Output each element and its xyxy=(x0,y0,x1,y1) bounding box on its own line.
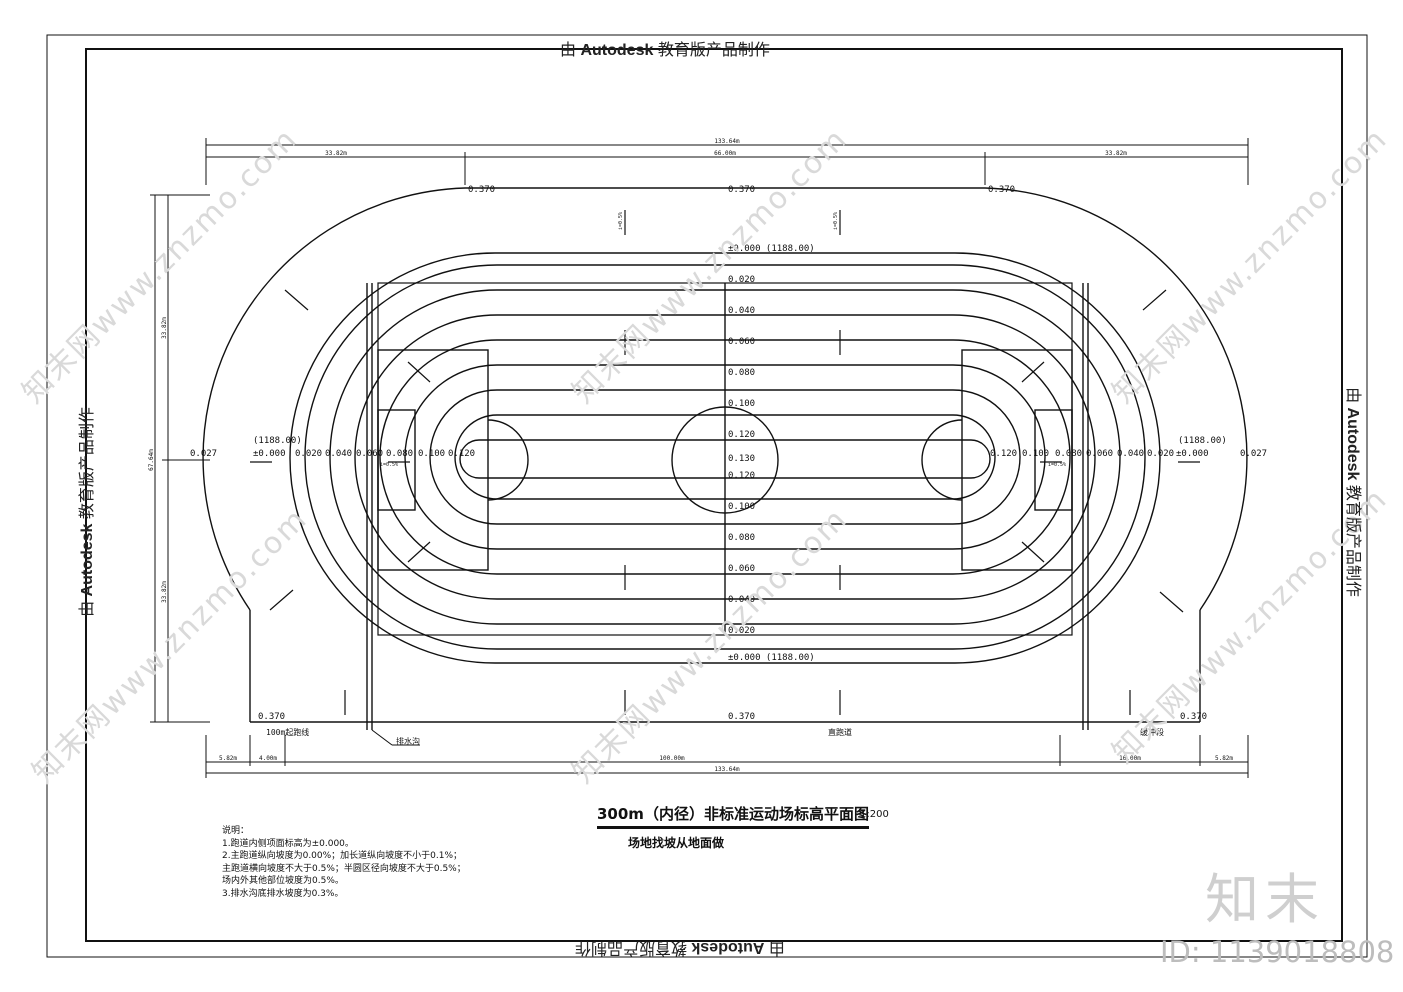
elev-center-1: 0.020 xyxy=(728,275,755,285)
elev-top-center: 0.370 xyxy=(728,185,755,195)
dim-bottom-c: 100.00m xyxy=(659,755,685,762)
slope-tag-4: i=0.5% xyxy=(1048,462,1066,468)
elev-left-2: ±0.000 xyxy=(253,449,286,459)
elev-center-9: 0.100 xyxy=(728,502,755,512)
elev-center-13: 0.020 xyxy=(728,626,755,636)
zone-buffer: 缓冲段 xyxy=(1140,727,1164,737)
zone-drain: 排水沟 xyxy=(396,736,420,746)
right-goal-area xyxy=(1034,409,1073,511)
elev-datum-top: ±0.000 (1188.00) xyxy=(728,244,815,254)
dim-bottom-a: 5.82m xyxy=(219,755,237,762)
dim-center-seg: 66.00m xyxy=(714,150,736,157)
dim-bottom-b: 4.00m xyxy=(259,755,277,762)
elev-bottom-right: 0.370 xyxy=(1180,712,1207,722)
autodesk-stamp-top: 由 Autodesk 教育版产品制作 xyxy=(560,42,770,59)
right-penalty-area xyxy=(961,349,1073,571)
elev-left-4: 0.040 xyxy=(325,449,352,459)
elev-bottom-left: 0.370 xyxy=(258,712,285,722)
elev-right-5: 0.040 xyxy=(1117,449,1144,459)
slope-tag-1: i=0.5% xyxy=(618,212,624,230)
elev-left-8: 0.120 xyxy=(448,449,475,459)
note-line: 1.跑道内侧项面标高为±0.000。 xyxy=(222,838,354,849)
elev-right-1: 0.120 xyxy=(990,449,1017,459)
elev-center-7: 0.130 xyxy=(728,454,755,464)
elev-center-10: 0.080 xyxy=(728,533,755,543)
left-penalty-arc xyxy=(487,419,529,501)
notes-heading: 说明： xyxy=(222,826,250,836)
elev-center-6: 0.120 xyxy=(728,430,755,440)
slope-arrows xyxy=(250,210,1200,715)
dim-bottom-d: 16.00m xyxy=(1119,755,1141,762)
document-id: ID: 1139018808 xyxy=(1160,935,1395,969)
elev-left-3: 0.020 xyxy=(295,449,322,459)
note-line: 2.主跑道纵向坡度为0.00%；加长道纵向坡度不小于0.1%； xyxy=(222,851,463,861)
elev-center-5: 0.100 xyxy=(728,399,755,409)
dim-left-seg: 33.82m xyxy=(325,150,347,157)
note-line: 主跑道横向坡度不大于0.5%；半圆区径向坡度不大于0.5%； xyxy=(222,863,466,874)
dim-bottom-e: 5.82m xyxy=(1215,755,1233,762)
elev-left-6: 0.080 xyxy=(386,449,413,459)
elev-right-4: 0.060 xyxy=(1086,449,1113,459)
elev-right-2: 0.100 xyxy=(1022,449,1049,459)
elev-center-12: 0.040 xyxy=(728,595,755,605)
autodesk-stamp-bottom: 由 Autodesk 教育版产品制作 xyxy=(575,939,785,956)
outer-frame xyxy=(46,34,1368,958)
left-goal-area xyxy=(377,409,416,511)
dim-right-seg: 33.82m xyxy=(1105,150,1127,157)
elev-top-left: 0.370 xyxy=(468,185,495,195)
dim-overall-left: 67.64m xyxy=(148,449,155,471)
notes-block: 说明： 1.跑道内侧项面标高为±0.000。 2.主跑道纵向坡度为0.00%；加… xyxy=(222,825,466,900)
elev-center-8: 0.120 xyxy=(728,471,755,481)
elev-right-3: 0.080 xyxy=(1055,449,1082,459)
zone-labels: 100m起跑线 直跑道 缓冲段 排水沟 i=0.5% i=0.5% i=0.5%… xyxy=(266,212,1164,746)
inner-frame xyxy=(85,48,1343,942)
elev-left-7: 0.100 xyxy=(418,449,445,459)
dim-left-upper: 33.82m xyxy=(161,317,168,339)
slope-tag-3: i=0.5% xyxy=(380,462,398,468)
dim-overall-top: 133.64m xyxy=(714,138,740,145)
elev-right-8: 0.027 xyxy=(1240,449,1267,459)
note-line: 场内外其他部位坡度为0.5%。 xyxy=(222,876,344,886)
note-line: 3.排水沟底排水坡度为0.3%。 xyxy=(222,888,344,899)
dim-overall-bottom: 133.64m xyxy=(714,766,740,773)
elevation-labels: 0.370 0.370 0.370 0.370 0.370 0.370 ±0.0… xyxy=(190,185,1267,722)
elev-center-2: 0.040 xyxy=(728,306,755,316)
zone-straight: 直跑道 xyxy=(828,727,852,737)
lane-2 xyxy=(304,264,1146,650)
zone-start-100m: 100m起跑线 xyxy=(266,727,309,737)
elev-center-3: 0.060 xyxy=(728,337,755,347)
outer-boundary xyxy=(202,187,1248,611)
autodesk-stamp-left: 由 Autodesk 教育版产品制作 xyxy=(79,407,96,617)
track-geometry xyxy=(202,187,1248,730)
elev-bottom-center: 0.370 xyxy=(728,712,755,722)
brand-logo-text: 知末 xyxy=(1205,868,1325,931)
lane-1 xyxy=(289,252,1161,664)
elev-right-6: 0.020 xyxy=(1147,449,1174,459)
left-penalty-area xyxy=(377,349,489,571)
elev-datum-bottom: ±0.000 (1188.00) xyxy=(728,653,815,663)
autodesk-stamp-right: 由 Autodesk 教育版产品制作 xyxy=(1344,387,1361,597)
dimension-lines xyxy=(150,138,1249,778)
dim-left-lower: 33.82m xyxy=(161,581,168,603)
drawing-title: 300m（内径）非标准运动场标高平面图 xyxy=(597,803,869,829)
right-penalty-arc xyxy=(921,419,963,501)
elev-left-1: 0.027 xyxy=(190,449,217,459)
elev-center-11: 0.060 xyxy=(728,564,755,574)
elev-left-paren: (1188.00) xyxy=(253,436,302,446)
slope-tag-2: i=0.5% xyxy=(833,212,839,230)
elev-right-7: ±0.000 xyxy=(1176,449,1209,459)
elev-right-paren: (1188.00) xyxy=(1178,436,1227,446)
drawing-scale: 1:200 xyxy=(860,809,889,820)
elev-top-right: 0.370 xyxy=(988,185,1015,195)
elev-left-5: 0.060 xyxy=(356,449,383,459)
elev-center-4: 0.080 xyxy=(728,368,755,378)
dimension-labels: 133.64m 33.82m 66.00m 33.82m 67.64m 33.8… xyxy=(148,138,1233,773)
drawing-subtitle: 场地找坡从地面做 xyxy=(628,836,725,850)
